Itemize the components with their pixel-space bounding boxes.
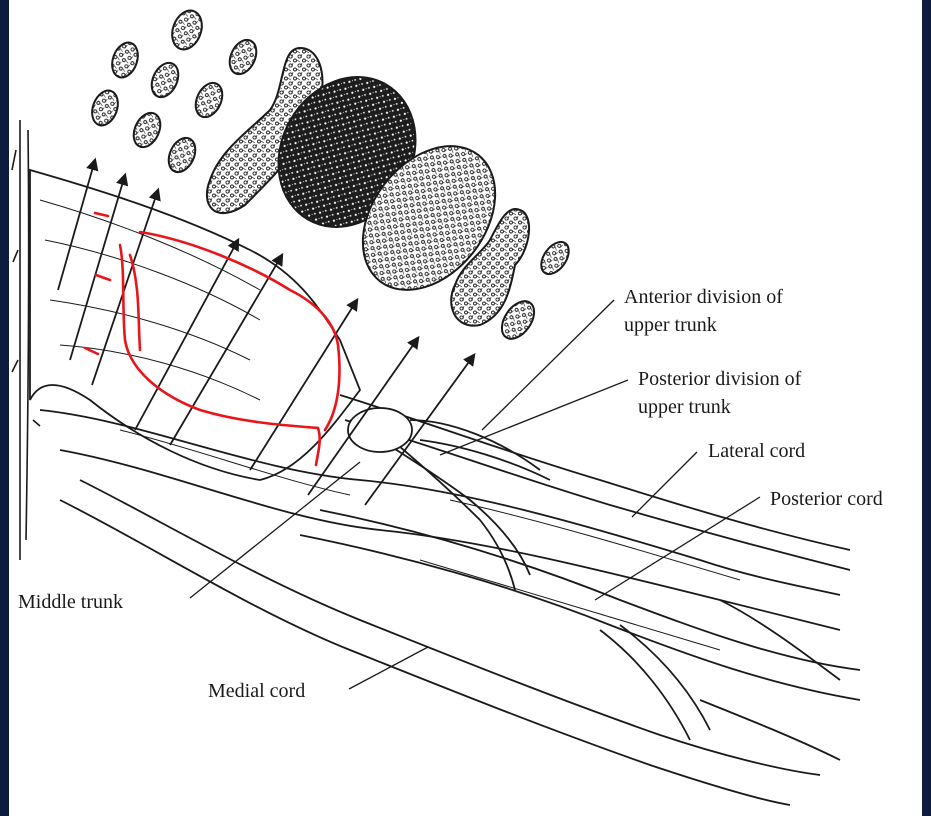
label-medial-cord: Medial cord xyxy=(208,680,305,702)
label-anterior-division-line1: Anterior division of xyxy=(624,286,783,308)
label-middle-trunk: Middle trunk xyxy=(18,591,123,613)
label-lateral-cord: Lateral cord xyxy=(708,440,805,462)
label-anterior-division-line2: upper trunk xyxy=(624,314,717,336)
label-posterior-division-line1: Posterior division of xyxy=(638,368,802,390)
label-posterior-cord: Posterior cord xyxy=(770,488,883,510)
label-posterior-division-line2: upper trunk xyxy=(638,396,731,418)
